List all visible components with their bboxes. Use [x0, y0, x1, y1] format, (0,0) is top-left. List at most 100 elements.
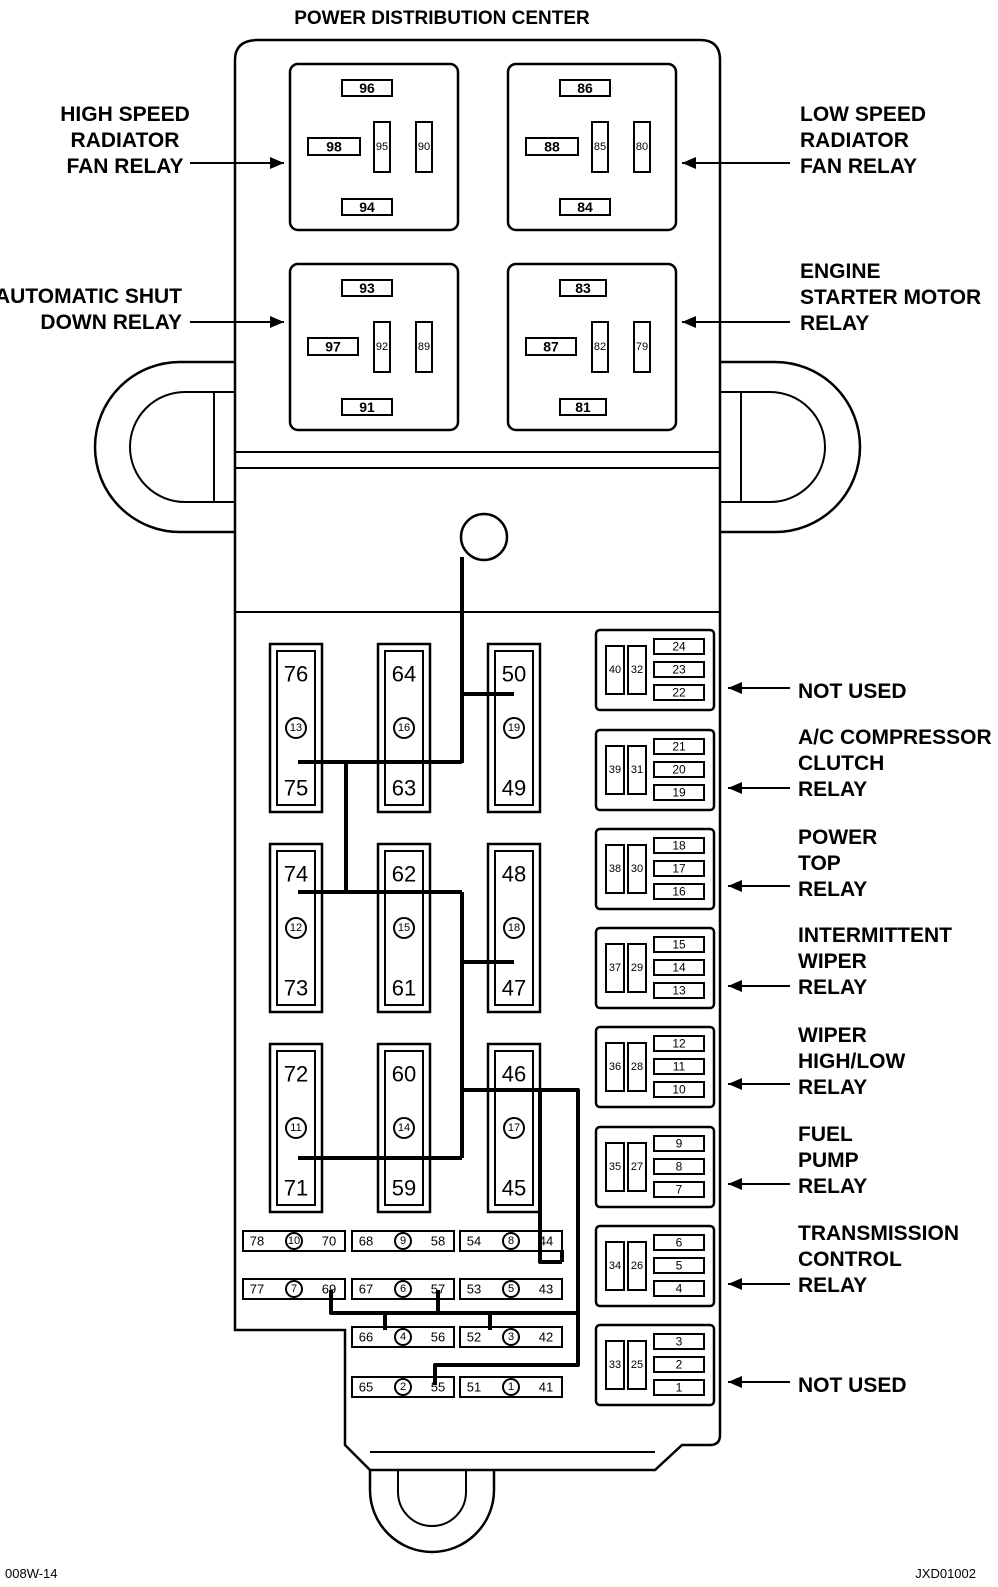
maxi-fuse-terminal-bottom: 75 — [284, 776, 308, 801]
mini-fuse-terminal-left: 67 — [359, 1282, 373, 1297]
micro-relay-terminal — [653, 860, 705, 877]
micro-relay-terminal — [627, 1241, 647, 1291]
micro-relay-terminal — [605, 1042, 625, 1092]
maxi-fuse-inner — [494, 1050, 534, 1206]
micro-relay-terminal-label: 26 — [631, 1260, 643, 1272]
maxi-fuse-inner — [384, 650, 424, 806]
micro-relay-terminal — [653, 959, 705, 976]
micro-relay-terminal-label: 8 — [676, 1160, 683, 1174]
maxi-fuse-number-ring — [503, 917, 525, 939]
maxi-fuse-terminal-bottom: 49 — [502, 776, 526, 801]
mini-fuse-terminal-left: 65 — [359, 1380, 373, 1395]
relay-terminal-label: 95 — [376, 141, 388, 153]
micro-relay-terminal-label: 29 — [631, 962, 643, 974]
relay-terminal — [307, 337, 359, 356]
mini-fuse-number-ring — [502, 1378, 520, 1396]
micro-relay-terminal-label: 2 — [676, 1358, 683, 1372]
callout-arrow — [728, 980, 790, 992]
micro-relay-terminal-label: 38 — [609, 863, 621, 875]
micro-relay-terminal-label: 21 — [672, 740, 686, 754]
micro-relay-terminal-label: 34 — [609, 1260, 621, 1272]
mini-fuse-number: 3 — [508, 1331, 514, 1343]
relay-label: RADIATOR — [800, 129, 909, 152]
maxi-fuse-number: 15 — [398, 922, 410, 934]
mini-fuse-number: 1 — [508, 1381, 514, 1393]
micro-relay-terminal — [653, 761, 705, 778]
mini-fuse-body — [242, 1278, 346, 1300]
micro-relay-label: CLUTCH — [798, 752, 884, 775]
micro-relay-terminal — [653, 936, 705, 953]
micro-relay-terminal — [653, 684, 705, 701]
maxi-fuse-terminal-top: 60 — [392, 1062, 416, 1087]
mini-fuse-terminal-left: 54 — [467, 1234, 481, 1249]
relay-terminal — [633, 321, 651, 373]
callout-arrow — [682, 316, 790, 328]
relay-terminal-label: 88 — [544, 139, 560, 155]
maxi-fuse-number-ring — [503, 1117, 525, 1139]
relay-label: STARTER MOTOR — [800, 286, 981, 309]
maxi-fuse-terminal-top: 62 — [392, 862, 416, 887]
micro-relay-terminal — [653, 1058, 705, 1075]
micro-relay-terminal — [627, 844, 647, 894]
callout-arrowhead — [270, 157, 284, 169]
micro-relay-terminal — [653, 1234, 705, 1251]
maxi-fuse-terminal-top: 72 — [284, 1062, 308, 1087]
micro-relay-terminal — [653, 1356, 705, 1373]
diagram-title: POWER DISTRIBUTION CENTER — [294, 8, 590, 29]
callout-arrowhead — [682, 157, 696, 169]
mini-fuse-terminal-right: 57 — [431, 1282, 445, 1297]
mini-fuse-body — [459, 1278, 563, 1300]
relay-terminal — [341, 398, 393, 416]
mini-fuse-terminal-right: 69 — [322, 1282, 336, 1297]
relay-terminal-label: 96 — [359, 80, 375, 96]
callout-arrow — [728, 1178, 790, 1190]
maxi-fuse-inner — [276, 850, 316, 1006]
mini-fuse-body — [459, 1376, 563, 1398]
maxi-fuse-number-ring — [285, 1117, 307, 1139]
mini-fuse-body — [351, 1278, 455, 1300]
maxi-fuse-inner — [276, 1050, 316, 1206]
maxi-fuse-number: 13 — [290, 722, 302, 734]
relay-terminal — [633, 121, 651, 173]
maxi-fuse-number: 16 — [398, 722, 410, 734]
mini-fuse-terminal-right: 42 — [539, 1330, 553, 1345]
maxi-fuse-terminal-top: 74 — [284, 862, 308, 887]
relay-terminal-label: 94 — [359, 199, 375, 215]
mini-fuse-terminal-left: 68 — [359, 1234, 373, 1249]
maxi-fuse-terminal-top: 76 — [284, 662, 308, 687]
micro-relay-terminal-label: 36 — [609, 1061, 621, 1073]
relay-label: DOWN RELAY — [40, 311, 182, 334]
micro-relay-terminal-label: 16 — [672, 885, 686, 899]
mini-fuse-number: 5 — [508, 1283, 514, 1295]
micro-relay-terminal-label: 15 — [672, 938, 686, 952]
relay-terminal-label: 82 — [594, 341, 606, 353]
micro-relay-terminal-label: 30 — [631, 863, 643, 875]
maxi-fuse-terminal-bottom: 63 — [392, 776, 416, 801]
micro-relay-label: RELAY — [798, 1175, 867, 1198]
relay-terminal-label: 91 — [359, 399, 375, 415]
micro-relay-label: HIGH/LOW — [798, 1050, 905, 1073]
micro-relay-terminal — [653, 1280, 705, 1297]
callout-arrow — [728, 1376, 790, 1388]
callout-arrowhead — [682, 316, 696, 328]
micro-relay-terminal — [627, 745, 647, 795]
micro-relay-terminal — [653, 1181, 705, 1198]
micro-relay-terminal-label: 13 — [672, 984, 686, 998]
micro-relay-terminal — [605, 1142, 625, 1192]
relay-terminal-label: 83 — [575, 280, 591, 296]
micro-relay-terminal — [653, 1081, 705, 1098]
relay-terminal — [559, 398, 607, 416]
maxi-fuse-outer — [268, 1042, 324, 1214]
mini-fuse-number: 6 — [400, 1283, 406, 1295]
mini-fuse-body — [351, 1376, 455, 1398]
micro-relay-terminal — [605, 844, 625, 894]
mini-fuse-terminal-right: 58 — [431, 1234, 445, 1249]
